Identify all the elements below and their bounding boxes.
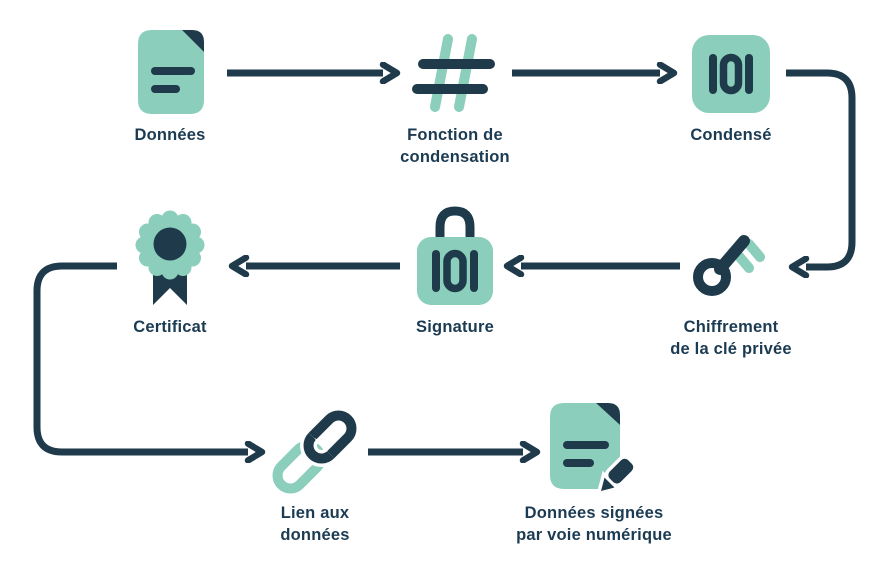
digest-101-icon bbox=[692, 35, 770, 113]
node-label-fonction: Fonction de condensation bbox=[400, 126, 510, 166]
node-label-lien: Lien aux données bbox=[280, 504, 350, 544]
node-label-certificat: Certificat bbox=[133, 318, 207, 336]
node-label-chiffrement: Chiffrement de la clé privée bbox=[670, 318, 792, 358]
node-label-signees: Données signées par voie numérique bbox=[516, 504, 672, 544]
connector-certificat-to-lien bbox=[33, 262, 248, 452]
rosette-badge-icon bbox=[135, 210, 205, 305]
node-label-donnees: Données bbox=[134, 126, 206, 144]
hash-icon bbox=[412, 34, 495, 112]
node-label-condense: Condensé bbox=[690, 126, 772, 144]
key-icon bbox=[693, 235, 765, 296]
document-icon bbox=[138, 30, 204, 114]
node-label-signature: Signature bbox=[416, 318, 494, 336]
connector-condense-to-chiffrement bbox=[786, 69, 856, 267]
pencil-icon bbox=[596, 455, 637, 495]
signed-document-icon bbox=[550, 403, 637, 495]
chain-link-icon bbox=[269, 410, 357, 497]
lock-101-icon bbox=[417, 206, 493, 305]
